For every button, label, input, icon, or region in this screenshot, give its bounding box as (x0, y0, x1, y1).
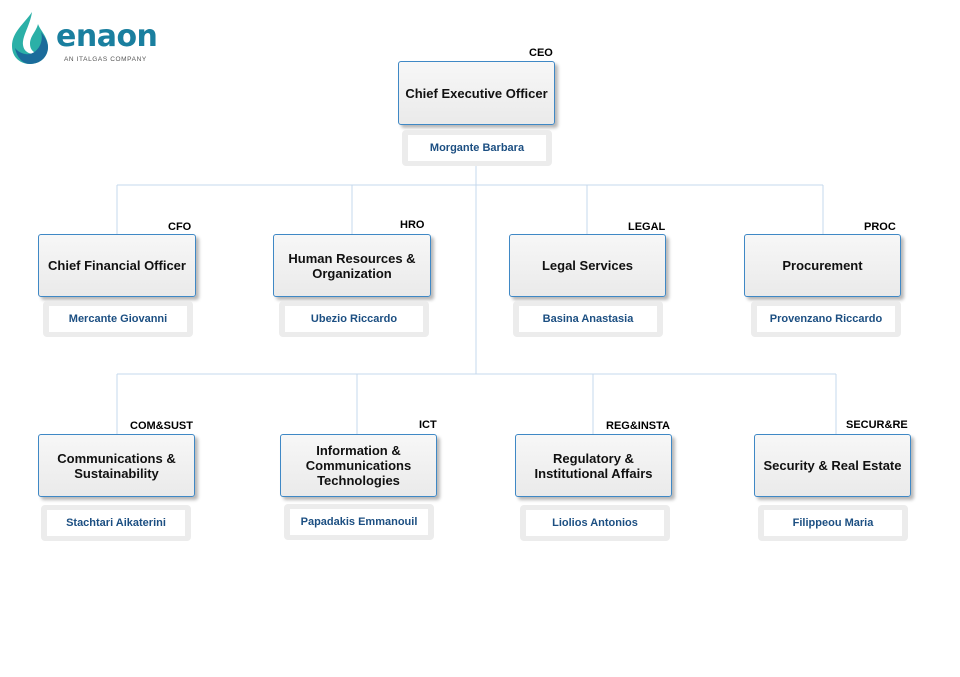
proc-box: Procurement (744, 234, 901, 297)
ceo-box: Chief Executive Officer (398, 61, 555, 125)
cfo-code: CFO (168, 221, 192, 233)
brand-name: enaon (56, 19, 158, 54)
comsust-name: Stachtari Aikaterini (47, 510, 185, 536)
ceo-name-card: Morgante Barbara (402, 130, 552, 166)
ict-name: Papadakis Emmanouil (290, 509, 428, 535)
proc-code: PROC (864, 221, 896, 233)
reginsta-name: Liolios Antonios (526, 510, 664, 536)
hro-name: Ubezio Riccardo (285, 306, 423, 332)
proc-name: Provenzano Riccardo (757, 306, 895, 332)
cfo-name: Mercante Giovanni (49, 306, 187, 332)
reginsta-name-card: Liolios Antonios (520, 505, 670, 541)
hro-name-card: Ubezio Riccardo (279, 301, 429, 337)
cfo-name-card: Mercante Giovanni (43, 301, 193, 337)
flame-drop-icon (12, 12, 48, 64)
securre-box: Security & Real Estate (754, 434, 911, 497)
hro-code: HRO (400, 219, 425, 231)
ceo-code: CEO (529, 47, 553, 59)
ict-box: Information & Communications Technologie… (280, 434, 437, 497)
ict-name-card: Papadakis Emmanouil (284, 504, 434, 540)
comsust-code: COM&SUST (130, 420, 193, 432)
proc-name-card: Provenzano Riccardo (751, 301, 901, 337)
legal-box: Legal Services (509, 234, 666, 297)
securre-name: Filippeou Maria (764, 510, 902, 536)
legal-name-card: Basina Anastasia (513, 301, 663, 337)
hro-box: Human Resources & Organization (273, 234, 431, 297)
legal-code: LEGAL (628, 221, 666, 233)
securre-name-card: Filippeou Maria (758, 505, 908, 541)
brand-tagline: AN ITALGAS COMPANY (64, 56, 147, 63)
comsust-box: Communications & Sustainability (38, 434, 195, 497)
enaon-logo: enaon AN ITALGAS COMPANY (8, 8, 168, 68)
comsust-name-card: Stachtari Aikaterini (41, 505, 191, 541)
cfo-box: Chief Financial Officer (38, 234, 196, 297)
ict-code: ICT (419, 419, 437, 431)
securre-code: SECUR&RE (846, 419, 908, 431)
reginsta-box: Regulatory & Institutional Affairs (515, 434, 672, 497)
ceo-name: Morgante Barbara (408, 135, 546, 161)
legal-name: Basina Anastasia (519, 306, 657, 332)
reginsta-code: REG&INSTA (606, 420, 670, 432)
